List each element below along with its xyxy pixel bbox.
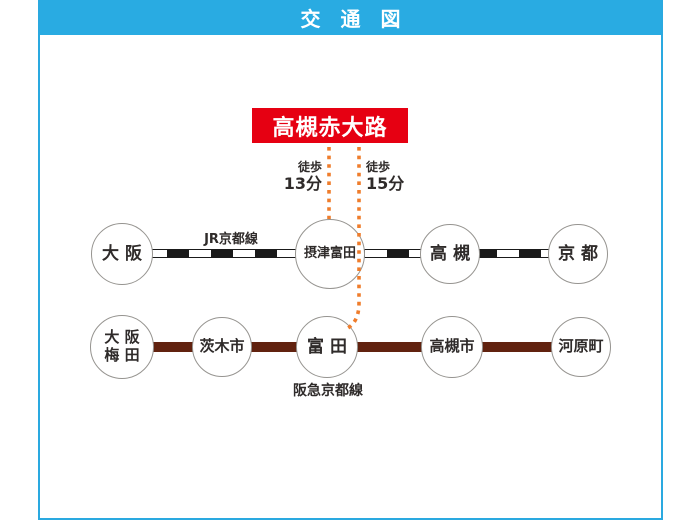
- station-label: 河原町: [558, 337, 604, 356]
- station-label-line2: 梅 田: [104, 346, 140, 364]
- jr-kyoto-line-name: JR京都線: [204, 232, 258, 247]
- walk-duration: 15分: [366, 173, 405, 193]
- station-label: 富 田: [307, 336, 347, 357]
- station-takatsuki: 高 槻: [420, 224, 480, 284]
- station-tonda: 富 田: [296, 316, 358, 378]
- station-label: 高槻市: [429, 337, 475, 356]
- station-label: 高 槻: [430, 243, 470, 264]
- station-kawaramachi: 河原町: [551, 317, 611, 377]
- destination-box: 高槻赤大路: [252, 108, 408, 143]
- walk-prefix: 徒歩: [366, 160, 391, 174]
- station-label: 大 阪: [102, 243, 142, 264]
- station-kyoto: 京 都: [548, 224, 608, 284]
- walk-time-right: 徒歩 15分: [366, 160, 436, 193]
- title-bar: 交 通 図: [40, 0, 661, 35]
- station-label: 摂津富田: [303, 246, 356, 262]
- hankyu-kyoto-line-name: 阪急京都線: [293, 383, 363, 399]
- walk-duration: 13分: [283, 173, 322, 193]
- station-ibaraki-shi: 茨木市: [192, 317, 252, 377]
- page-title: 交 通 図: [300, 7, 401, 31]
- station-osaka: 大 阪: [91, 223, 153, 285]
- station-label: 大 阪: [104, 328, 140, 347]
- walk-prefix: 徒歩: [297, 160, 322, 174]
- destination-label: 高槻赤大路: [272, 115, 388, 141]
- station-settsu-tonda: 摂津富田: [295, 219, 365, 289]
- station-osaka-umeda: 大 阪 梅 田: [90, 315, 154, 379]
- walk-time-left: 徒歩 13分: [252, 160, 322, 193]
- station-label: 京 都: [558, 243, 598, 264]
- station-takatsuki-shi: 高槻市: [421, 316, 483, 378]
- station-label: 茨木市: [199, 337, 245, 356]
